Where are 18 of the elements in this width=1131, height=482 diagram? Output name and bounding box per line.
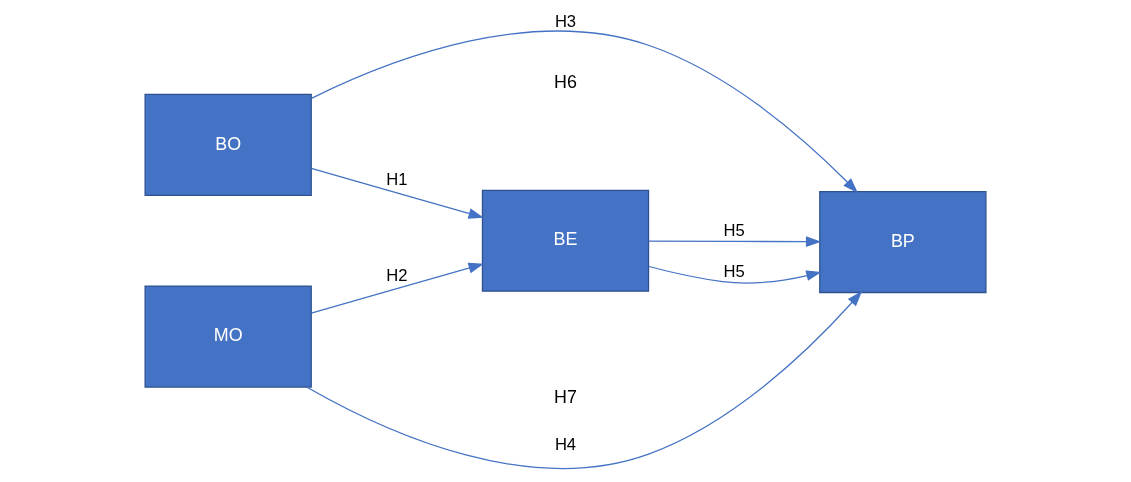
edge-label: H5 [723,262,745,282]
edge-label: H5 [723,221,745,241]
arrow [310,30,858,193]
arrow [310,262,484,314]
node-box: MO [144,285,312,388]
edge-label: H4 [554,434,577,454]
label: H6 [554,72,577,93]
label: H7 [554,386,577,407]
arrow [310,167,484,219]
edge-label: H3 [554,11,577,31]
node-box: BP [819,190,987,294]
arrow [306,291,863,470]
node-box: BO [144,93,312,196]
edge-label: H2 [386,265,408,285]
edge-label: H1 [386,170,408,190]
arrow [648,265,822,284]
arrow [648,236,822,248]
node-box: BE [481,189,650,292]
